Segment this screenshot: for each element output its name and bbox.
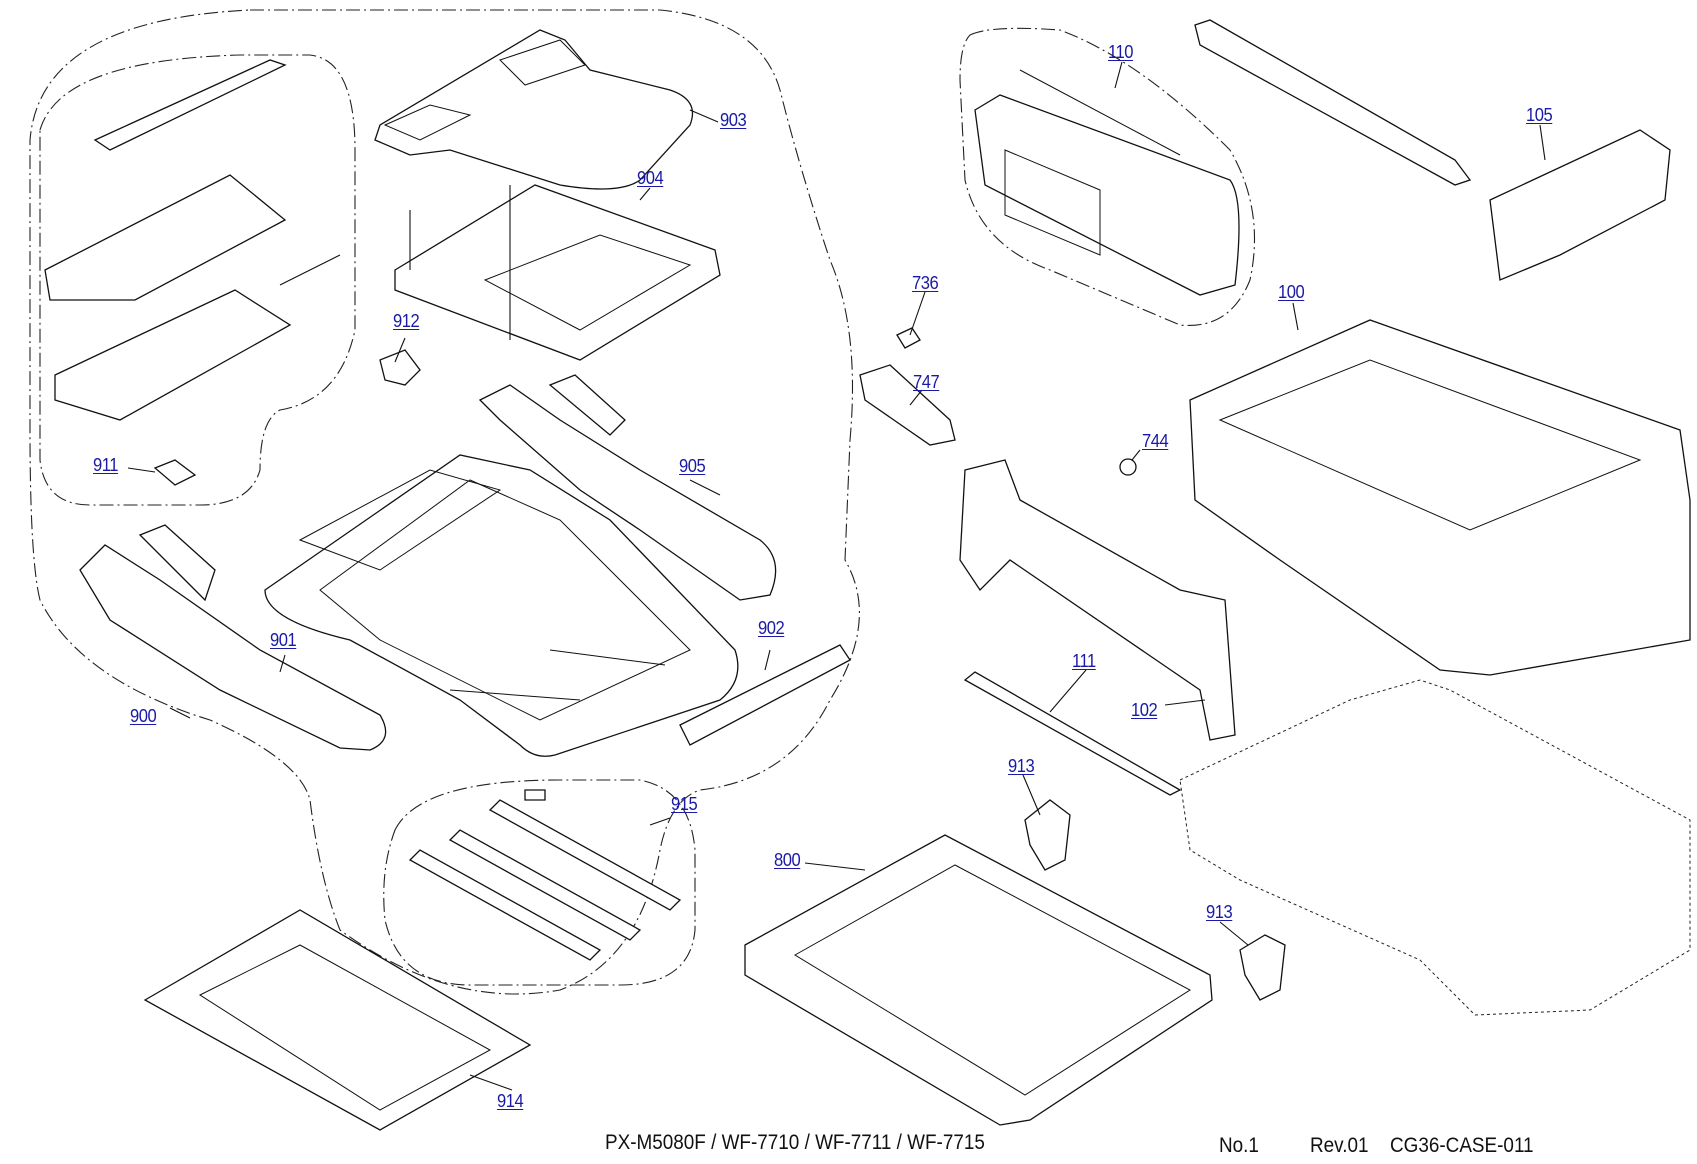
part-800-scanner (744, 834, 1213, 1126)
part-905-guide (478, 384, 777, 601)
part-913-hinge-b (1239, 934, 1286, 1001)
part-912 (379, 349, 421, 386)
part-label-102[interactable]: 102 (1131, 700, 1158, 720)
part-903-tray (374, 29, 694, 190)
part-label-110[interactable]: 110 (1108, 42, 1134, 62)
assembly-911-boundary (39, 54, 356, 506)
part-label-905[interactable]: 905 (679, 456, 706, 476)
revision: Rev.01 (1310, 1134, 1369, 1157)
part-label-904[interactable]: 904 (637, 168, 664, 188)
model-list: PX-M5080F / WF-7710 / WF-7711 / WF-7715 (605, 1131, 985, 1154)
assembly-110-boundary (959, 27, 1255, 326)
leader-lines (127, 61, 1546, 1091)
part-915-strips (408, 789, 682, 961)
part-110-panel (974, 69, 1240, 296)
assembly-915-boundary (383, 779, 696, 986)
part-904-plate (394, 184, 721, 361)
part-913-hinge-a (1024, 799, 1071, 871)
part-label-915[interactable]: 915 (671, 794, 698, 814)
part-102-frame (959, 459, 1236, 741)
part-label-105[interactable]: 105 (1526, 105, 1553, 125)
part-label-901[interactable]: 901 (270, 630, 297, 650)
part-747 (859, 364, 956, 446)
sheet-number: No.1 (1219, 1134, 1259, 1157)
part-frame-assembly (264, 454, 739, 757)
part-label-914[interactable]: 914 (497, 1091, 524, 1111)
part-901-side (79, 544, 387, 751)
part-914-tray (143, 909, 532, 1131)
part-902-strip (679, 644, 851, 746)
part-911-group (44, 59, 341, 486)
assembly-900-boundary (29, 9, 860, 995)
part-label-744[interactable]: 744 (1142, 431, 1169, 451)
part-736 (896, 327, 921, 349)
part-label-747[interactable]: 747 (913, 372, 940, 392)
part-label-736[interactable]: 736 (912, 273, 939, 293)
part-label-100[interactable]: 100 (1278, 282, 1305, 302)
part-label-800[interactable]: 800 (774, 850, 801, 870)
part-label-900[interactable]: 900 (130, 706, 157, 726)
part-top-bar (1194, 19, 1472, 186)
part-label-903[interactable]: 903 (720, 110, 747, 130)
part-105 (1489, 129, 1671, 281)
part-label-913-upper[interactable]: 913 (1008, 756, 1035, 776)
drawing-id: CG36-CASE-011 (1390, 1134, 1534, 1157)
part-label-902[interactable]: 902 (758, 618, 785, 638)
part-label-111[interactable]: 111 (1072, 651, 1096, 671)
part-label-913-lower[interactable]: 913 (1206, 902, 1233, 922)
part-base-unit (1179, 679, 1691, 1016)
part-100-housing (1189, 319, 1691, 676)
part-label-911[interactable]: 911 (93, 455, 119, 475)
part-111-strip (963, 671, 1182, 796)
part-label-912[interactable]: 912 (393, 311, 420, 331)
part-744 (1119, 458, 1137, 476)
